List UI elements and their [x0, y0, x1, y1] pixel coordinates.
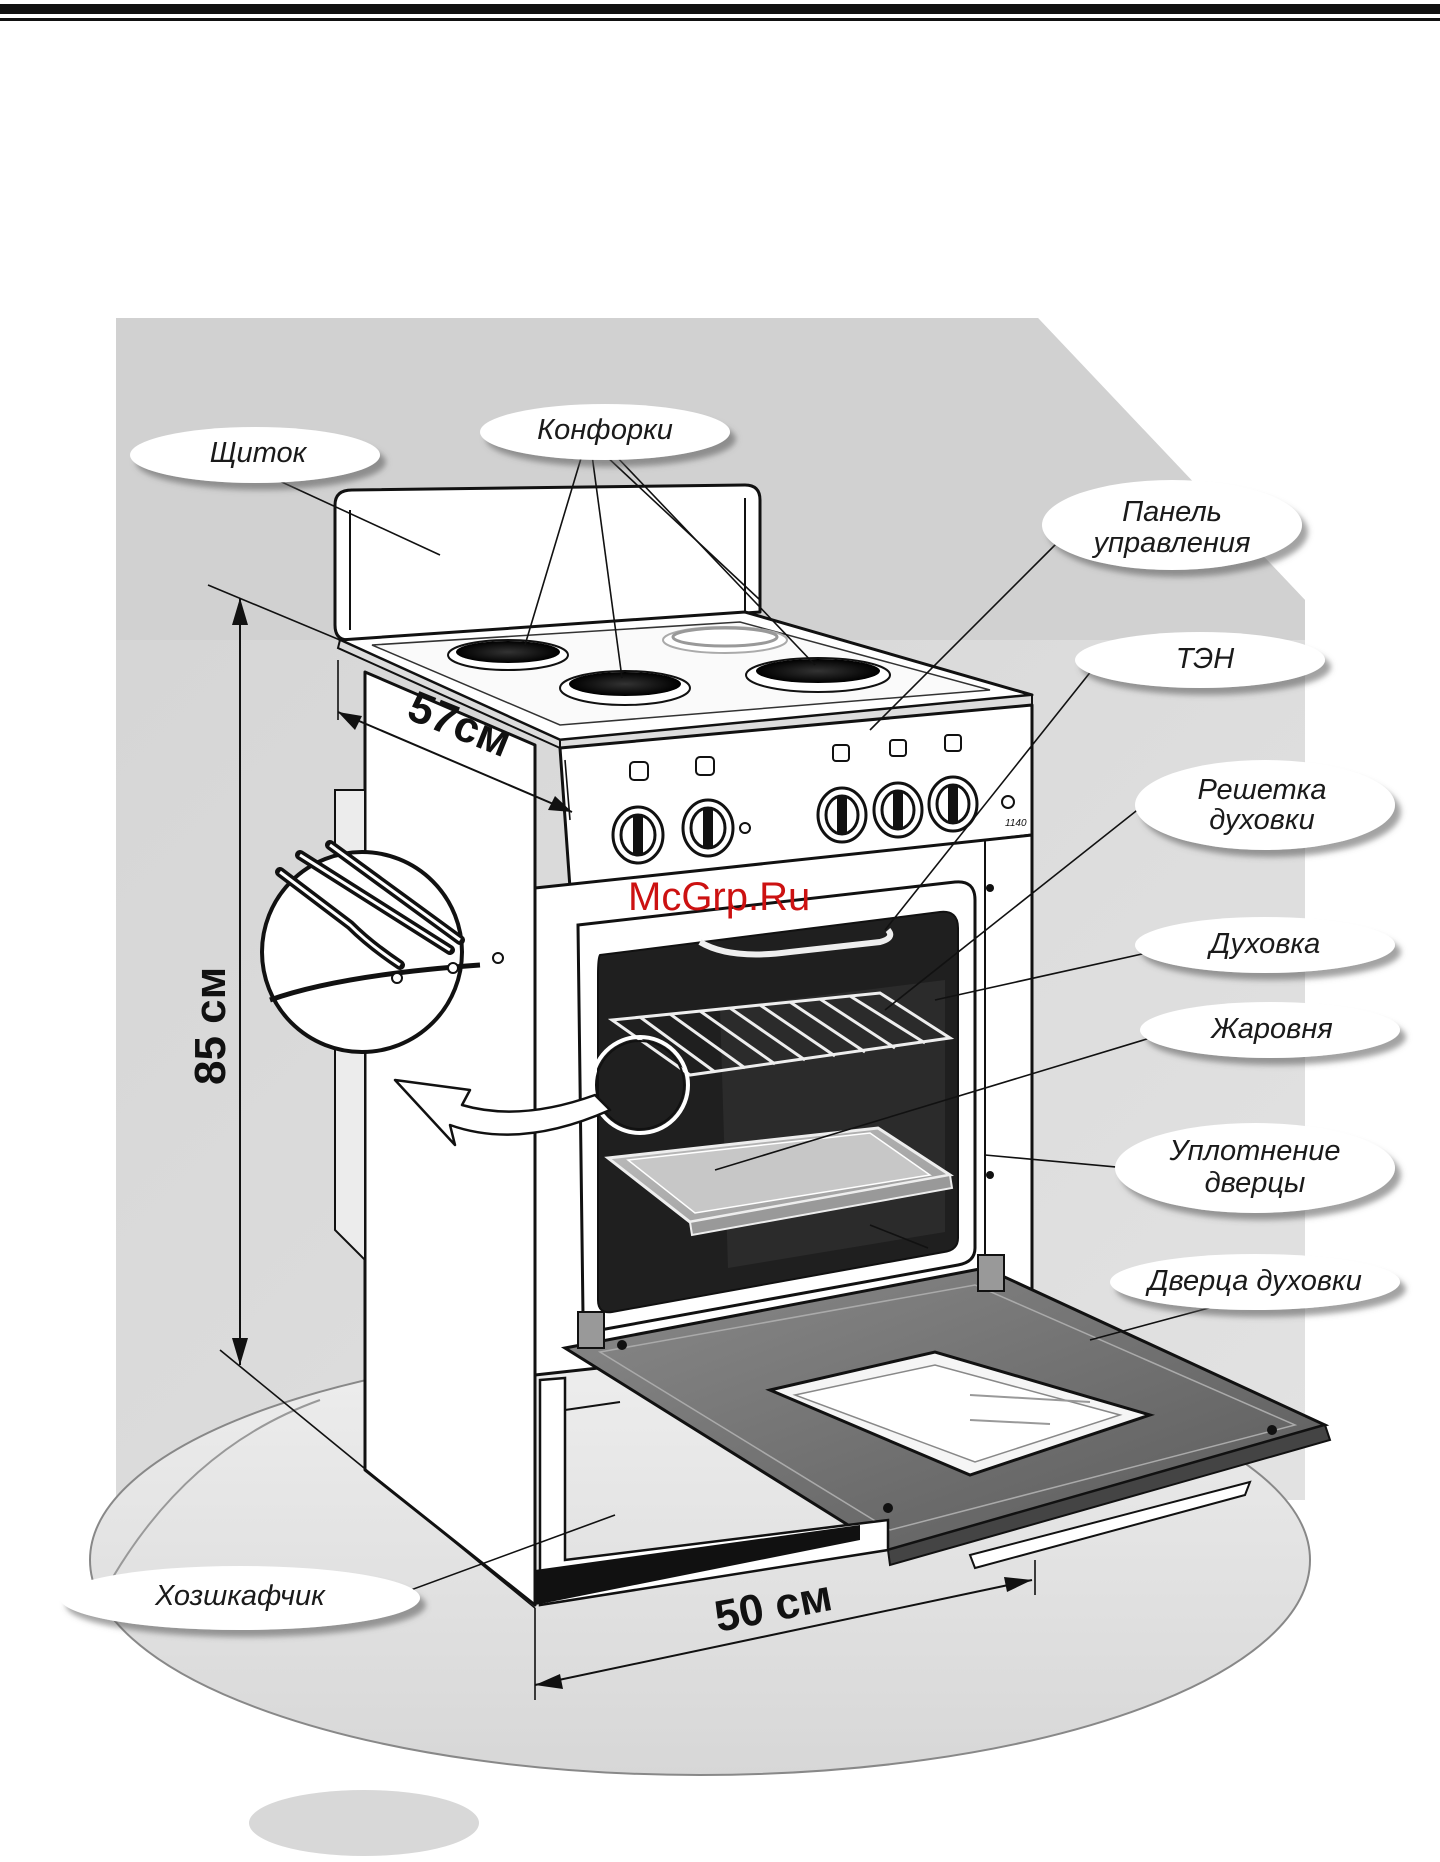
label-grate-line2: духовки — [1209, 804, 1314, 836]
label-cabinet: Хозшкафчик — [154, 1580, 326, 1612]
label-shchitok: Щиток — [210, 437, 308, 469]
model-number: 1140 — [1005, 818, 1027, 829]
page-number-oval-icon — [249, 1790, 479, 1856]
watermark: McGrp.Ru — [628, 875, 810, 919]
top-rule-icon — [0, 4, 1440, 21]
callout-ten: ТЭН — [1075, 632, 1325, 688]
label-konforki: Конфорки — [537, 414, 673, 446]
label-oven: Духовка — [1207, 928, 1321, 960]
label-panel-line1: Панель — [1122, 496, 1222, 528]
label-seal-line2: дверцы — [1205, 1167, 1306, 1199]
label-ten: ТЭН — [1176, 643, 1235, 675]
label-door: Дверца духовки — [1145, 1265, 1362, 1297]
callout-panel: Панель управления — [1042, 480, 1302, 570]
height-dimension-label: 85 см — [186, 967, 235, 1085]
label-seal-line1: Уплотнение — [1168, 1135, 1340, 1167]
callout-cabinet: Хозшкафчик — [60, 1566, 420, 1630]
callout-door: Дверца духовки — [1110, 1254, 1400, 1310]
label-grate-line1: Решетка — [1198, 774, 1327, 806]
label-tray: Жаровня — [1209, 1013, 1333, 1045]
callout-grate: Решетка духовки — [1135, 760, 1395, 850]
callout-seal: Уплотнение дверцы — [1115, 1123, 1395, 1213]
callout-tray: Жаровня — [1140, 1002, 1400, 1058]
callout-oven: Духовка — [1135, 917, 1395, 973]
label-panel-line2: управления — [1092, 527, 1251, 559]
callout-shchitok: Щиток — [130, 427, 380, 483]
callout-konforki: Конфорки — [480, 404, 730, 460]
